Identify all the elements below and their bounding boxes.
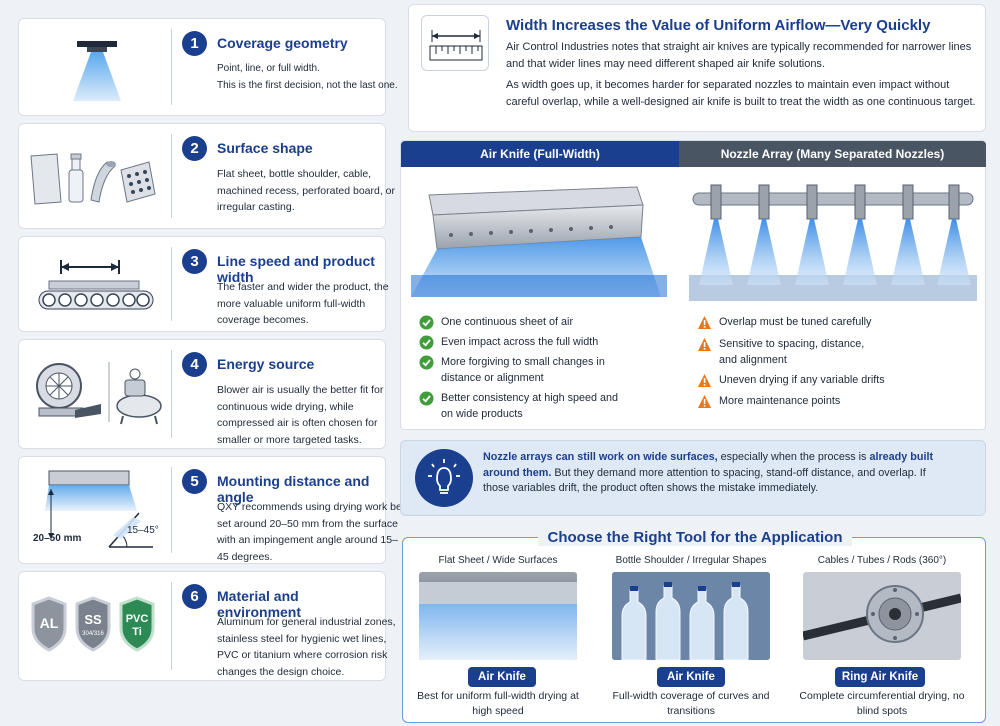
factor-card-energy: 4 Energy source Blower air is usually th… <box>18 339 386 449</box>
badge-ss-grade: 304/316 <box>82 631 104 637</box>
header-paragraph-2: As width goes up, it becomes harder for … <box>506 79 976 108</box>
bottles-photo <box>612 572 770 660</box>
warning-icon <box>697 315 712 336</box>
tools-title: Choose the Right Tool for the Applicatio… <box>403 529 987 546</box>
step-number: 6 <box>182 584 207 609</box>
factor-body-line: Point, line, or full width. <box>217 63 320 74</box>
tip-text: Nozzle arrays can still work on wide sur… <box>483 451 934 494</box>
factor-title: Mounting distance and angle <box>217 473 370 505</box>
comparison-panel: Air Knife (Full-Width) Nozzle Array (Man… <box>400 140 986 430</box>
tool-button[interactable]: Ring Air Knife <box>835 667 925 687</box>
air-knife-header: Air Knife (Full-Width) <box>401 141 679 167</box>
factor-card-mounting: 20–50 mm 15–45° 5 Mounting distance and … <box>18 456 402 564</box>
tool-description: Complete circumferential drying, no blin… <box>799 690 965 717</box>
flat-sheet-photo <box>419 572 577 660</box>
blower-compressor-illustration <box>25 348 165 442</box>
list-item: Even impact across the full width <box>419 335 661 351</box>
conveyor-icon <box>25 245 165 329</box>
ring-knife-photo <box>803 572 961 660</box>
distance-label: 20–50 mm <box>33 533 81 544</box>
list-item: One continuous sheet of air <box>419 315 661 331</box>
list-item: Better consistency at high speed and on … <box>419 391 621 422</box>
factor-title: Line speed and product width <box>217 253 375 285</box>
warning-icon <box>697 337 712 358</box>
check-icon <box>419 391 434 412</box>
step-number: 4 <box>182 352 207 377</box>
tool-application: Cables / Tubes / Rods (360°) <box>817 555 947 566</box>
badge-ss: SS <box>84 612 102 627</box>
lightbulb-icon <box>415 449 473 507</box>
air-knife-illustration <box>411 175 667 301</box>
ruler-icon <box>421 15 489 71</box>
factor-title: Coverage geometry <box>217 35 348 51</box>
nozzle-array-illustration <box>689 175 977 301</box>
badge-pvc: PVC <box>126 613 149 625</box>
step-number: 2 <box>182 136 207 161</box>
warning-icon <box>697 373 712 394</box>
factor-card-surface: 2 Surface shape Flat sheet, bottle shoul… <box>18 123 395 229</box>
step-number: 5 <box>182 469 207 494</box>
step-number: 1 <box>182 31 207 56</box>
list-item: Sensitive to spacing, distance, and alig… <box>698 337 884 368</box>
width-info-card: Width Increases the Value of Uniform Air… <box>408 4 986 132</box>
step-number: 3 <box>182 249 207 274</box>
tool-selection-panel: Choose the Right Tool for the Applicatio… <box>402 529 986 723</box>
warning-icon <box>697 394 712 415</box>
factor-body: Flat sheet, bottle shoulder, cable, mach… <box>217 168 396 213</box>
header-paragraph-1: Air Control Industries notes that straig… <box>506 41 972 70</box>
factor-body: Blower air is usually the better fit for… <box>217 384 384 446</box>
factor-card-material: AL SS 304/316 PVC Ti 6 Material and envi… <box>18 571 396 681</box>
factor-body-line: This is the first decision, not the last… <box>217 79 398 91</box>
badge-ti: Ti <box>132 626 142 638</box>
list-item: Overlap must be tuned carefully <box>698 315 939 331</box>
air-nozzle-illustration <box>25 27 165 111</box>
check-icon <box>419 355 434 376</box>
material-badges: AL SS 304/316 PVC Ti <box>25 580 165 674</box>
surface-shapes-illustration <box>25 132 165 222</box>
tool-application: Flat Sheet / Wide Surfaces <box>438 555 558 566</box>
factor-title: Surface shape <box>217 140 313 156</box>
factor-body: The faster and wider the product, the mo… <box>217 281 389 326</box>
angle-label: 15–45° <box>127 525 159 536</box>
mounting-diagram: 20–50 mm 15–45° <box>25 465 165 557</box>
factor-title: Energy source <box>217 356 315 372</box>
tool-button[interactable]: Air Knife <box>468 667 536 687</box>
list-item: Uneven drying if any variable drifts <box>698 373 939 389</box>
list-item: More forgiving to small changes in dista… <box>419 355 621 386</box>
factor-title: Material and environment <box>217 588 302 620</box>
factor-body: QXY recommends using drying work be set … <box>217 501 402 563</box>
tool-button[interactable]: Air Knife <box>657 667 725 687</box>
factor-body: Aluminum for general industrial zones, s… <box>217 616 396 678</box>
check-icon <box>419 315 434 336</box>
factor-card-line-speed: 3 Line speed and product width The faste… <box>18 236 389 332</box>
tool-description: Full-width coverage of curves and transi… <box>612 690 770 717</box>
list-item: More maintenance points <box>698 394 939 410</box>
badge-al: AL <box>40 615 59 631</box>
tool-description: Best for uniform full-width drying at hi… <box>417 690 579 717</box>
section-title: Width Increases the Value of Uniform Air… <box>506 17 931 34</box>
check-icon <box>419 335 434 356</box>
tip-box: Nozzle arrays can still work on wide sur… <box>400 440 986 516</box>
tool-application: Bottle Shoulder / Irregular Shapes <box>615 555 767 566</box>
nozzle-array-header: Nozzle Array (Many Separated Nozzles) <box>679 141 986 167</box>
factor-card-coverage: 1 Coverage geometry Point, line, or full… <box>18 18 398 116</box>
